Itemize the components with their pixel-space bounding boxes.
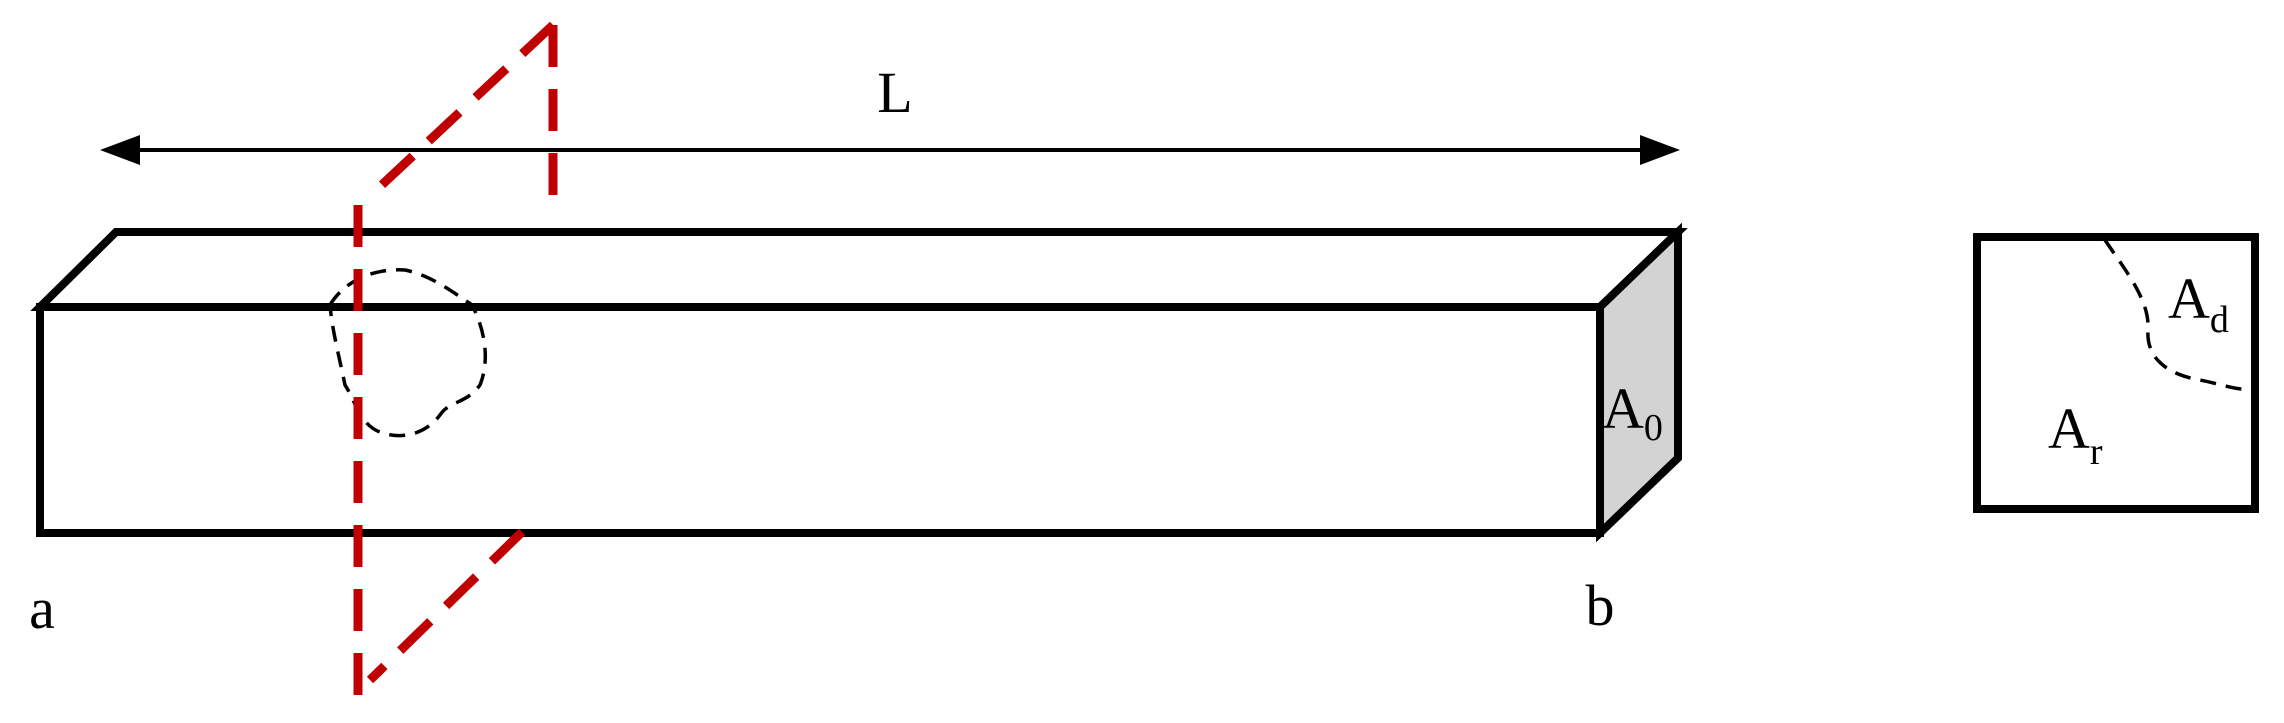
- cutting-plane: [353, 21, 558, 695]
- damage-area-label: Ad: [2168, 266, 2229, 341]
- cross-section-square: [1973, 233, 2259, 513]
- length-label: L: [877, 60, 912, 125]
- end-a-label: a: [29, 576, 55, 641]
- length-arrowhead-right: [1640, 135, 1680, 165]
- cross-section-area-label-sub: 0: [1644, 407, 1663, 449]
- remaining-area-label: Ar: [2048, 396, 2103, 473]
- length-dimension-arrow: [100, 135, 1680, 165]
- remaining-area-label-sub: r: [2090, 431, 2103, 473]
- cutting-plane-top-edge: [366, 21, 557, 200]
- beam-front-face: [36, 303, 1604, 537]
- cutting-plane-bottom-edge: [366, 528, 526, 684]
- length-arrowhead-left: [100, 135, 140, 165]
- end-b-label: b: [1586, 573, 1615, 638]
- beam: [30, 222, 1688, 543]
- damage-area-label-sub: d: [2210, 299, 2229, 341]
- cross-section-view: Ad Ar: [1973, 233, 2259, 513]
- beam-top-face: [30, 228, 1688, 311]
- cross-section-area-label: A0: [1602, 376, 1663, 449]
- remaining-area-label-main: A: [2048, 396, 2090, 461]
- damage-area-label-main: A: [2168, 266, 2210, 331]
- cross-section-area-label-main: A: [1602, 376, 1644, 441]
- damage-region-outline: [328, 268, 487, 438]
